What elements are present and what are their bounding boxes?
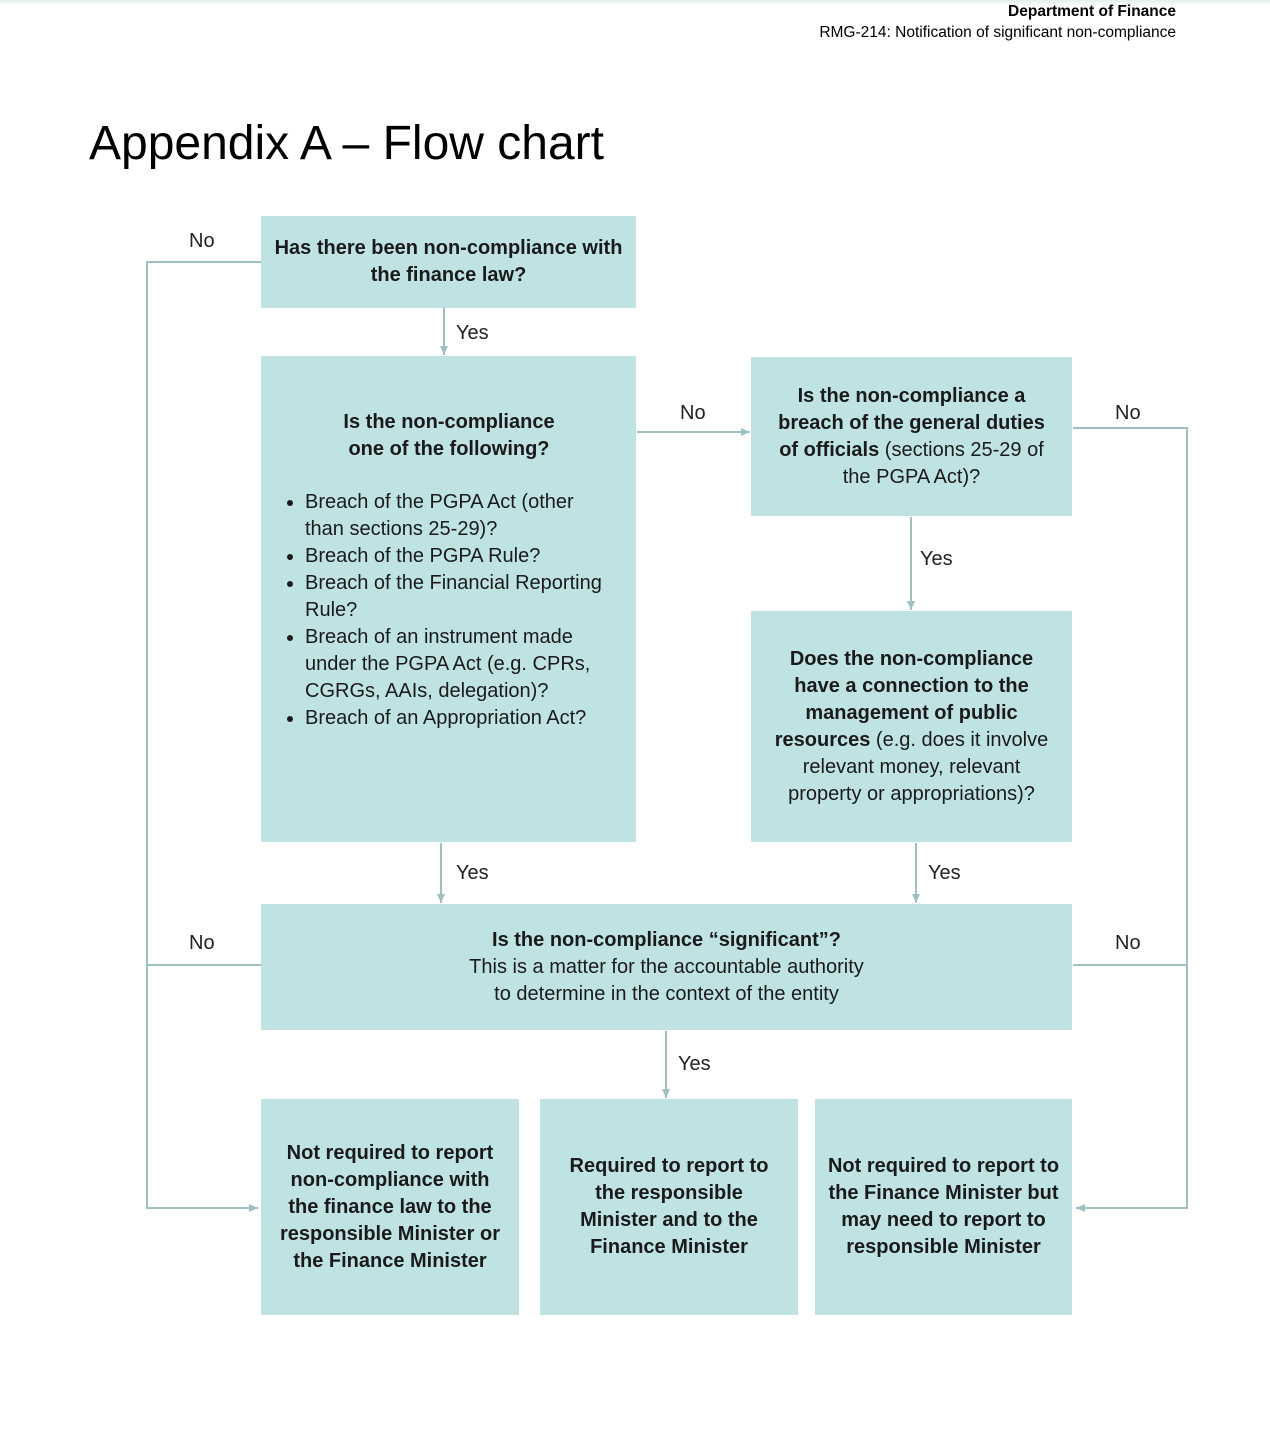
decision-text-general-duties-normal: (sections 25-29 of the PGPA Act)? [842, 438, 1044, 488]
decision-text-significant: Is the non-compliance “significant”? [492, 928, 841, 951]
decision-box-public-resources: Does the non-compliance have a connectio… [751, 611, 1072, 842]
edge-label-no: No [189, 230, 215, 252]
decision-box-breach-types: Is the non-compliance one of the followi… [261, 356, 636, 842]
edge-label-no: No [189, 932, 215, 954]
breach-list-item: Breach of the PGPA Act (other than secti… [305, 489, 614, 543]
outcome-box-required: Required to report to the responsible Mi… [540, 1099, 798, 1315]
edge-label-no: No [1115, 402, 1141, 424]
decision-text-public-resources-bold: Does the non-compliance have a connectio… [774, 647, 1034, 751]
edge-label-yes: Yes [456, 322, 489, 344]
decision-box-significant: Is the non-compliance “significant”? Thi… [261, 904, 1072, 1030]
breach-list: Breach of the PGPA Act (other than secti… [261, 489, 614, 732]
outcome-box-responsible-minister: Not required to report to the Finance Mi… [815, 1099, 1072, 1315]
breach-list-item: Breach of an Appropriation Act? [305, 705, 614, 732]
edge-label-no: No [680, 402, 706, 424]
breach-list-item: Breach of the PGPA Rule? [305, 543, 614, 570]
top-border [0, 0, 1270, 6]
outcome-text-responsible-minister: Not required to report to the Finance Mi… [827, 1155, 1060, 1258]
edge-label-no: No [1115, 932, 1141, 954]
outcome-box-not-required: Not required to report non-compliance wi… [261, 1099, 519, 1315]
page-title: Appendix A – Flow chart [89, 117, 604, 170]
outcome-text-not-required: Not required to report non-compliance wi… [279, 1141, 501, 1272]
decision-text-significant-line3: to determine in the context of the entit… [494, 982, 839, 1005]
department-name: Department of Finance [1008, 3, 1176, 20]
decision-box-finance-law: Has there been non-compliance with the f… [261, 216, 636, 308]
connector-q1-no [146, 261, 261, 1212]
edge-label-yes: Yes [928, 862, 961, 884]
edge-label-yes: Yes [920, 548, 953, 570]
edge-label-yes: Yes [456, 862, 489, 884]
decision-text-public-resources: Does the non-compliance have a connectio… [769, 646, 1054, 808]
connector-q3-no [1073, 427, 1188, 1212]
decision-text-public-resources-normal: (e.g. does it involve relevant money, re… [788, 728, 1049, 805]
breach-list-item: Breach of an instrument made under the P… [305, 624, 614, 705]
decision-heading-breach-types: Is the non-compliance one of the followi… [343, 411, 555, 460]
decision-text-general-duties-bold: Is the non-compliance a breach of the ge… [778, 384, 1045, 461]
edge-label-yes: Yes [678, 1053, 711, 1075]
decision-text-finance-law: Has there been non-compliance with the f… [274, 237, 623, 286]
outcome-text-required: Required to report to the responsible Mi… [569, 1155, 769, 1258]
breach-list-item: Breach of the Financial Reporting Rule? [305, 570, 614, 624]
decision-text-significant-line2: This is a matter for the accountable aut… [469, 955, 864, 978]
decision-box-general-duties: Is the non-compliance a breach of the ge… [751, 357, 1072, 516]
document-reference: RMG-214: Notification of significant non… [819, 24, 1176, 41]
decision-text-general-duties: Is the non-compliance a breach of the ge… [767, 383, 1057, 491]
